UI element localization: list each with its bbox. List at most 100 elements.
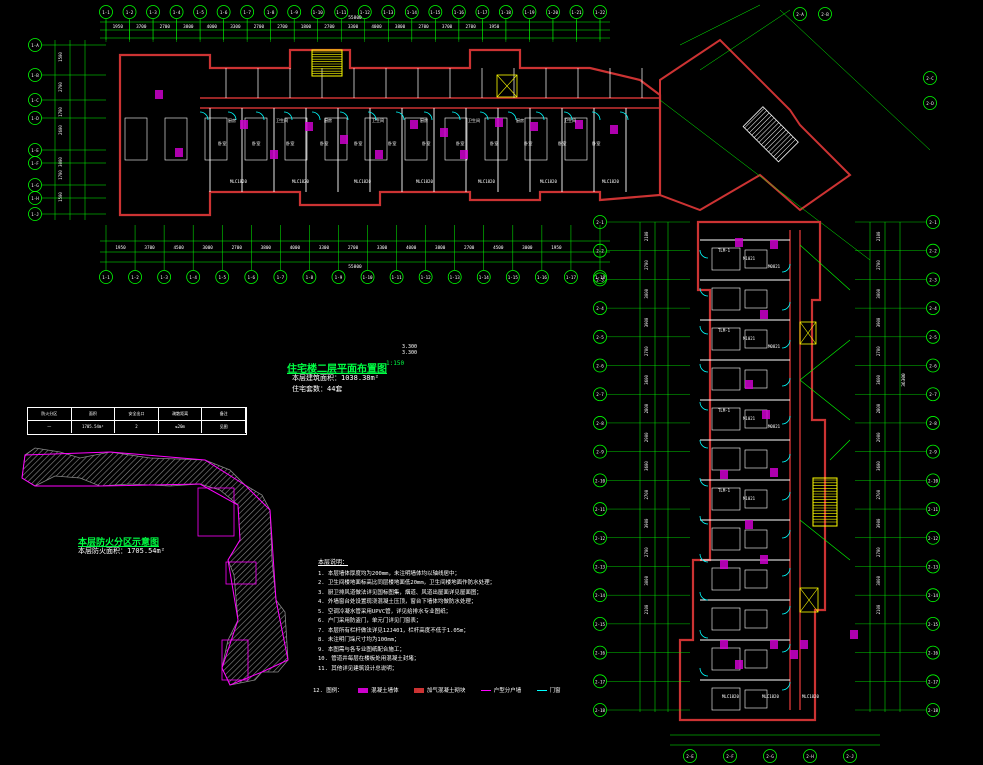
dim-text-bottom: 3700 <box>144 245 155 251</box>
axis-circle <box>447 270 462 284</box>
door-swing <box>563 111 573 121</box>
axis-circle <box>926 243 940 258</box>
axis-circle <box>926 387 940 402</box>
axis-label: 1-G <box>31 183 39 188</box>
dim-text-bottom: 3300 <box>377 245 388 251</box>
axis-label: 2-C <box>926 76 934 81</box>
axis-bubble-vleft: 2-7 <box>593 387 607 402</box>
dim-text-top: 2700 <box>324 24 335 30</box>
fire-zone-diagram <box>21 447 289 686</box>
room-outline <box>204 117 228 161</box>
axis-bubble-vleft: 2-6 <box>593 358 607 373</box>
axis-label: 2-3 <box>596 277 604 282</box>
dim-text-left: 3000 <box>58 157 63 167</box>
axis-bubble-right: 2-4 <box>926 301 940 316</box>
axis-bubble-vleft: 2-14 <box>593 588 607 603</box>
axis-label: 1-8 <box>267 10 275 15</box>
axis-bubble-top: 1-1 <box>99 5 113 19</box>
axis-circle <box>593 358 607 373</box>
door-swing <box>699 553 709 563</box>
axis-circle <box>428 5 443 19</box>
axis-bubble-right: 2-15 <box>926 616 940 631</box>
axis-circle <box>926 329 940 344</box>
axis-label: 1-21 <box>571 10 582 15</box>
door-swing <box>255 111 265 121</box>
dim-text-top: 1800 <box>301 24 312 30</box>
axis-bubble-right: 2-16 <box>926 645 940 660</box>
dim-text-left: 1500 <box>58 192 63 202</box>
window-tag: TLM-1 <box>718 408 731 413</box>
axis-label: 2-3 <box>929 277 937 282</box>
axis-bubble-top: 1-14 <box>404 5 419 19</box>
axis-label: 1-20 <box>548 10 559 15</box>
axis-label: 2-2 <box>596 249 604 254</box>
room-label: 卫生间 <box>564 117 576 123</box>
axis-circle <box>593 502 607 516</box>
diagonal-stair <box>742 106 799 163</box>
door-swing <box>699 515 709 525</box>
axis-circle <box>923 71 937 85</box>
axis-bubble-bottom: 1-14 <box>476 270 491 284</box>
window-tag: TLM-1 <box>718 328 731 333</box>
fixture <box>410 120 418 129</box>
room-outline <box>524 117 548 161</box>
dim-text-top: 2700 <box>465 24 476 30</box>
note-item: 6. 户门采用防盗门，单元门详见门窗表； <box>318 618 422 624</box>
room-label: 卧室 <box>320 140 328 147</box>
axis-circle <box>451 5 466 19</box>
fire-table-header: 防火分区 <box>28 408 72 421</box>
axis-circle <box>215 270 230 284</box>
dim-text-right: 2100 <box>876 604 881 614</box>
axis-bubble-bottom: 1-13 <box>447 270 462 284</box>
axis-label: 1-5 <box>196 10 204 15</box>
axis-bubble-right-upper: 2-C <box>923 71 937 85</box>
legend-label: 12. 图例： <box>313 688 343 694</box>
dim-text-right: 2800 <box>876 403 881 413</box>
axis-label: 1-6 <box>248 275 256 280</box>
room-outline <box>744 609 768 629</box>
axis-label: 2-5 <box>596 335 604 340</box>
stair-tread <box>775 139 796 160</box>
stair-tread <box>758 122 779 143</box>
legend-item: 加气混凝土砌块 <box>413 688 465 694</box>
dim-text-bottom: 1950 <box>115 245 126 251</box>
axis-circle <box>263 5 278 19</box>
dim-text-bottom: 3000 <box>203 245 214 251</box>
dim-text-top: 3700 <box>442 24 453 30</box>
door-swing <box>699 401 709 411</box>
window-tag: MLC1820 <box>722 694 739 699</box>
room-label: 卫生间 <box>372 117 384 123</box>
axis-bubble-right-upper: 2-D <box>923 96 937 110</box>
note-item: 4. 外墙窗台处设置现浇混凝土压顶，窗台下墙体均做防水处理； <box>318 599 477 605</box>
dim-text-right: 2900 <box>876 432 881 442</box>
fixture <box>375 150 383 159</box>
axis-label: 2-F <box>726 754 734 759</box>
axis-label: 1-B <box>31 73 39 78</box>
axis-label: 2-18 <box>928 708 939 713</box>
diagonal-core <box>659 38 852 212</box>
outer-wall-vertical <box>678 220 827 722</box>
dim-text-right: 3000 <box>876 288 881 298</box>
axis-label: 2-18 <box>595 708 606 713</box>
fire-table-header: 面积 <box>71 408 116 421</box>
dim-text-bottom: 1950 <box>551 245 562 251</box>
axis-bubble-top: 1-5 <box>193 5 207 19</box>
dim-text-top: 4000 <box>207 24 218 30</box>
room-outline <box>711 567 741 591</box>
note-item: 5. 空调冷凝水管采用UPVC管，详见给排水专业图纸； <box>318 608 452 615</box>
fixture <box>305 122 313 131</box>
axis-circle <box>505 270 520 284</box>
dim-text-top: 3700 <box>136 24 147 30</box>
axis-circle <box>593 645 607 660</box>
axis-label: 1-12 <box>360 10 371 15</box>
axis-label: 2-16 <box>928 651 939 656</box>
room-outline <box>711 367 741 391</box>
axis-bubble-vbottom: 2-G <box>763 749 777 763</box>
room-outline <box>711 527 741 551</box>
axis-bubble-right-upper: 2-B <box>818 7 832 21</box>
axis-bubble-vleft: 2-13 <box>593 559 607 574</box>
window-tag: MLC1820 <box>802 694 819 699</box>
axis-label: 2-4 <box>929 306 937 311</box>
fixture <box>575 120 583 129</box>
axis-bubble-right: 2-3 <box>926 272 940 287</box>
